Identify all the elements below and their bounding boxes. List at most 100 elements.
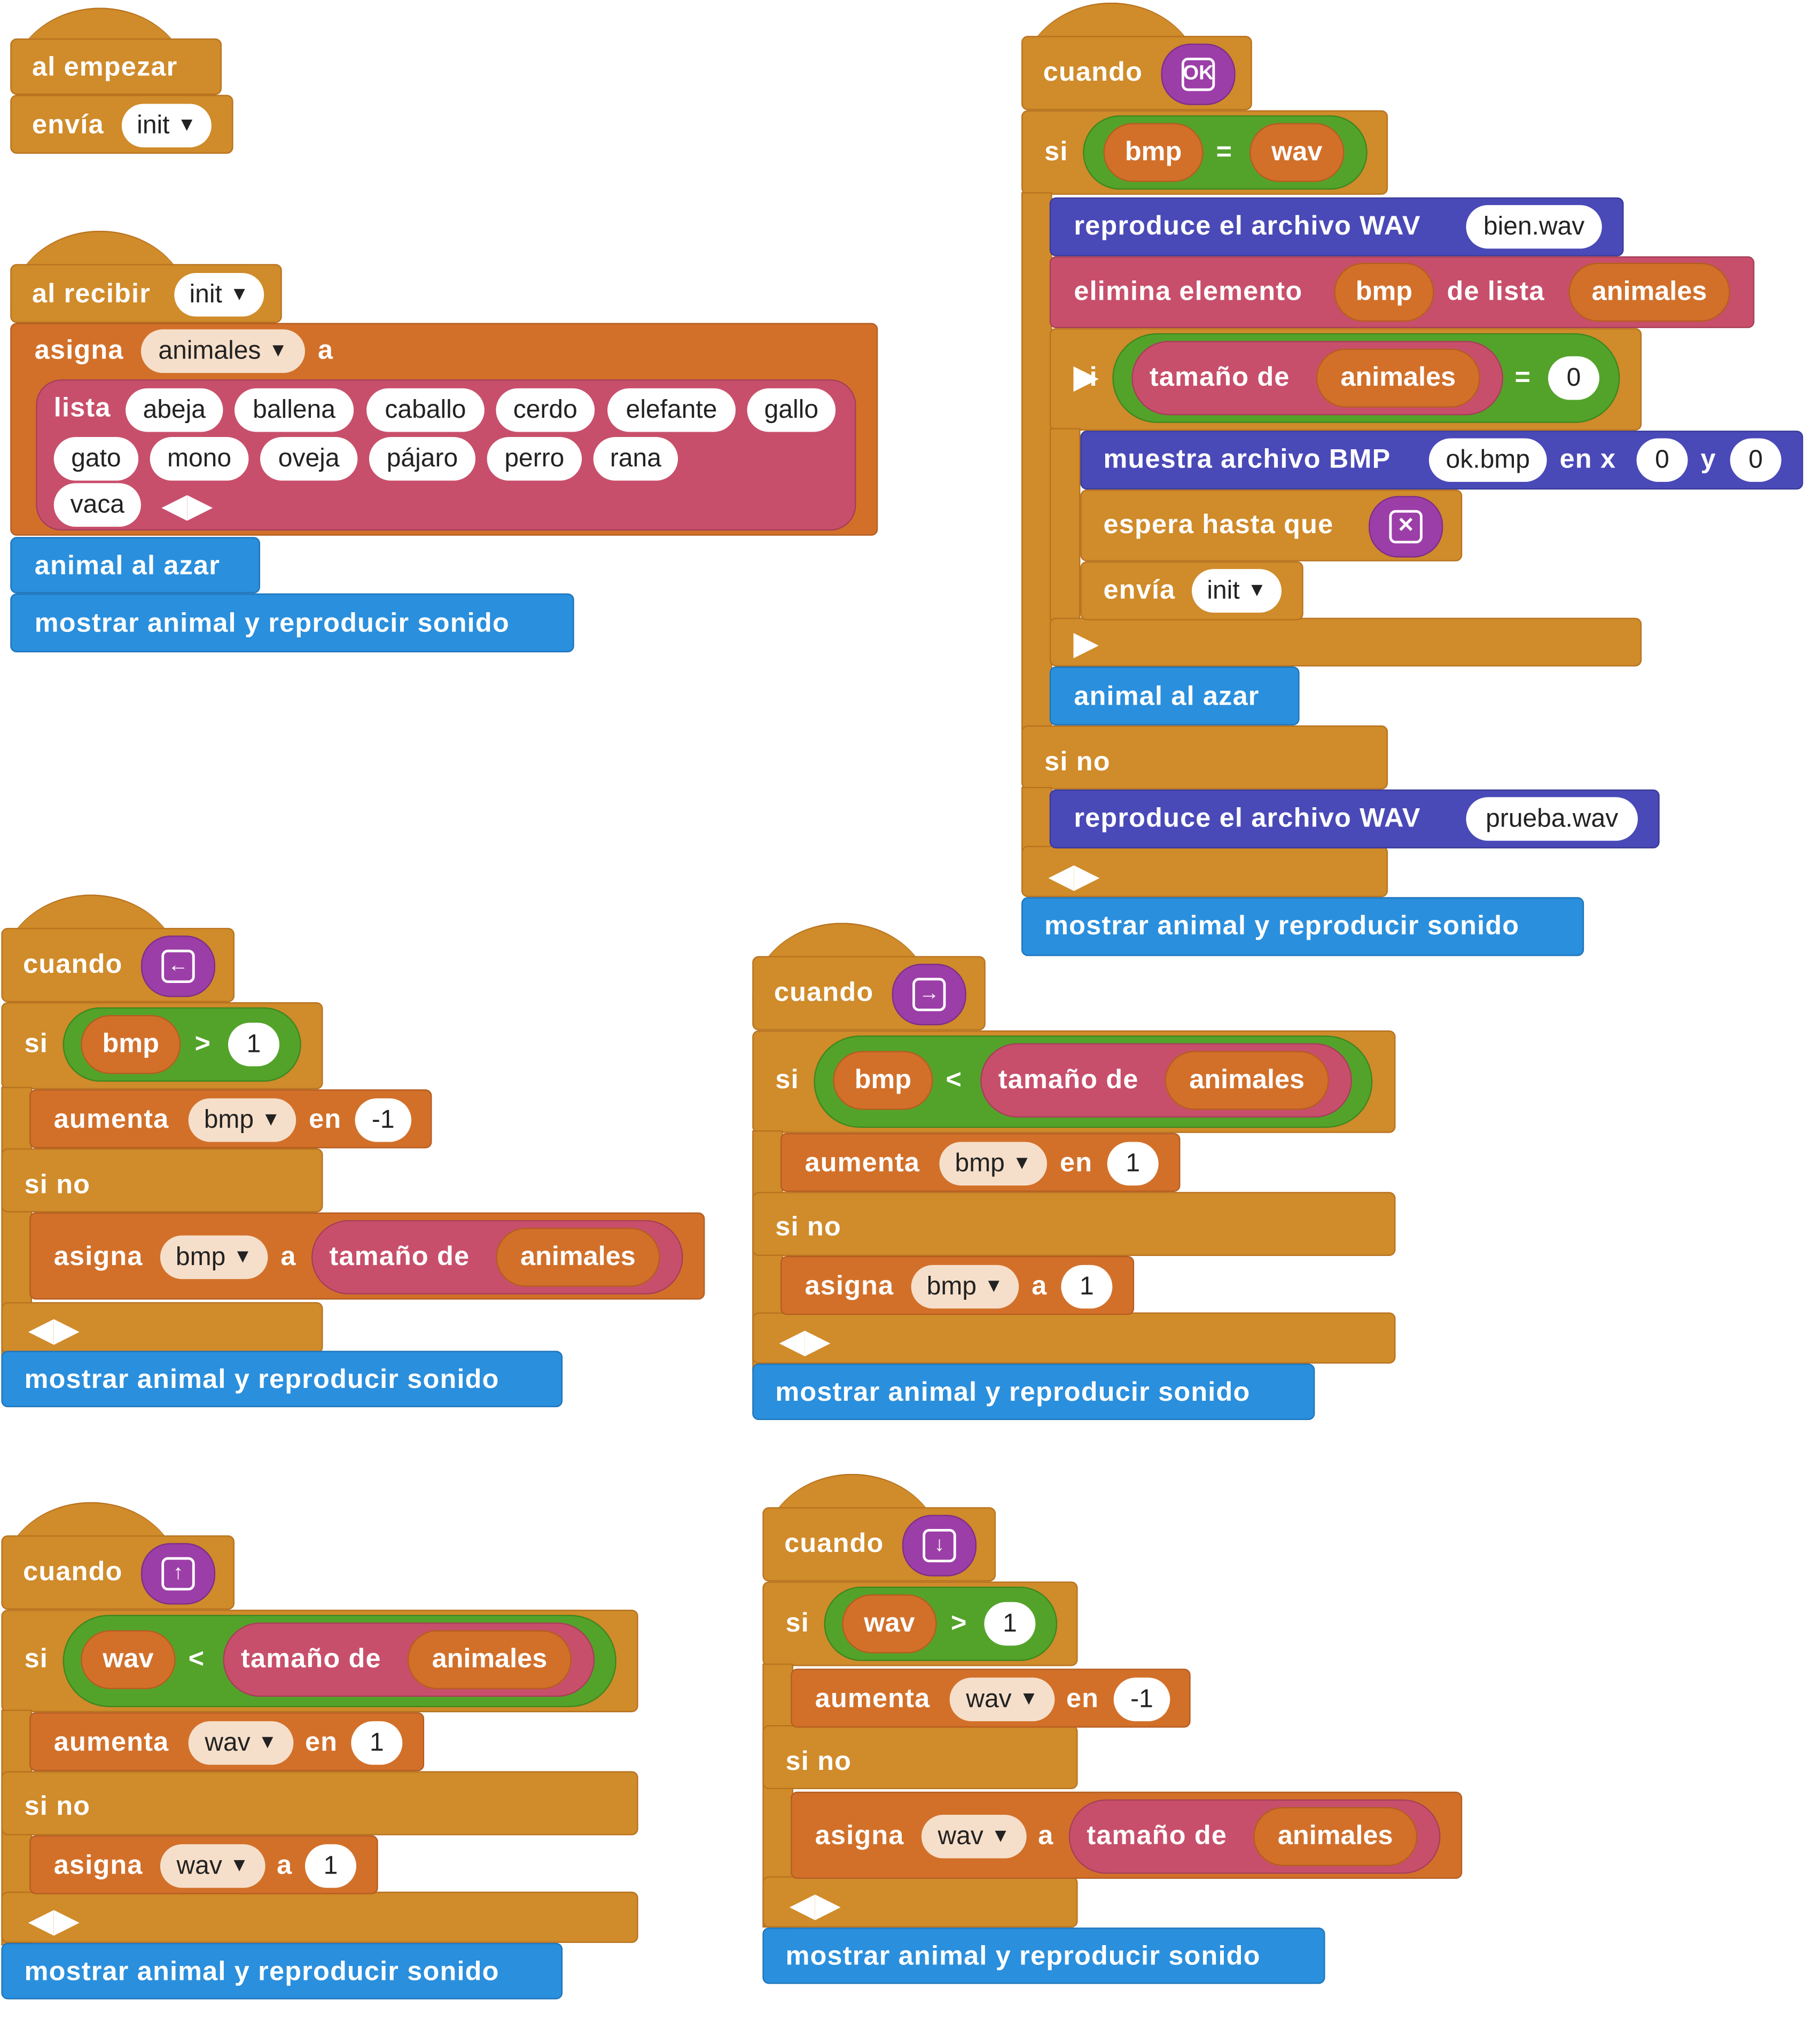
wav-file-field[interactable]: prueba.wav (1466, 797, 1638, 841)
inner-if-add-arrow-icon[interactable]: ▶ (1074, 360, 1098, 395)
if-else-footer (752, 1312, 1396, 1364)
right-key[interactable]: → (892, 964, 966, 1026)
size-of-label: tamaño de (998, 1065, 1139, 1095)
chevron-down-icon: ▼ (984, 1275, 1004, 1297)
inner-if-label: si (1074, 362, 1098, 393)
assign-to-label: a (1032, 1271, 1048, 1301)
chevron-down-icon: ▼ (177, 114, 197, 136)
list-item[interactable]: rana (593, 437, 678, 481)
bmp-file-field[interactable]: ok.bmp (1428, 438, 1547, 482)
chevron-down-icon: ▼ (1012, 1152, 1032, 1174)
list-item[interactable]: vaca (53, 483, 141, 527)
if-else-arrows-icon[interactable]: ◀▶ (1048, 856, 1100, 895)
start-hat-block[interactable] (10, 38, 222, 95)
list-item[interactable]: caballo (366, 388, 485, 432)
if-else-arrows-icon[interactable]: ◀▶ (789, 1885, 841, 1924)
show-animal-block[interactable] (1021, 897, 1584, 956)
animales-variable[interactable]: animales (1316, 348, 1480, 408)
show-animal-block[interactable] (1, 1942, 563, 2000)
cancel-key[interactable]: ✕ (1369, 496, 1443, 558)
by-label: en (304, 1727, 338, 1758)
number-field[interactable]: -1 (355, 1098, 412, 1142)
if-label: si (24, 1644, 48, 1674)
number-field[interactable]: 1 (304, 1844, 356, 1888)
wav-file-field[interactable]: bien.wav (1466, 205, 1602, 249)
if-else-arm (1021, 192, 1052, 731)
bmp-variable[interactable]: bmp (81, 1015, 181, 1074)
up-key[interactable]: ↑ (140, 1543, 216, 1605)
show-animal-block[interactable] (1, 1351, 563, 1408)
increase-variable-dropdown[interactable]: wav▼ (188, 1721, 294, 1765)
chevron-down-icon: ▼ (230, 1854, 249, 1877)
number-field[interactable]: 1 (1107, 1142, 1159, 1186)
send-message-dropdown[interactable]: init▼ (121, 104, 212, 147)
assign-variable-value: wav (176, 1852, 222, 1880)
animales-variable[interactable]: animales (1165, 1051, 1329, 1110)
else-arm (1021, 786, 1052, 851)
animales-variable[interactable]: animales (1253, 1807, 1418, 1866)
assign-variable-value: animales (158, 337, 261, 365)
number-field[interactable]: 1 (228, 1023, 279, 1066)
list-item[interactable]: mono (150, 437, 249, 481)
assign-variable-dropdown[interactable]: animales ▼ (140, 329, 305, 373)
increase-variable-dropdown[interactable]: bmp▼ (188, 1098, 296, 1142)
if-label: si (785, 1608, 810, 1638)
animales-variable[interactable]: animales (1568, 262, 1730, 322)
send-message-dropdown[interactable]: init▼ (1192, 569, 1282, 613)
if-else-arrows-icon[interactable]: ◀▶ (779, 1321, 831, 1360)
show-animal-block[interactable] (752, 1363, 1315, 1421)
wav-variable[interactable]: wav (81, 1630, 176, 1689)
y-number-field[interactable]: 0 (1730, 438, 1782, 482)
show-animal-block[interactable] (762, 1927, 1325, 1984)
left-key[interactable]: ← (140, 935, 216, 997)
list-item[interactable]: pájaro (369, 437, 476, 481)
bmp-variable[interactable]: bmp (1334, 262, 1434, 322)
send-message-value: init (1207, 576, 1240, 605)
receive-message-dropdown[interactable]: init▼ (174, 272, 264, 317)
number-field[interactable]: 1 (1061, 1265, 1113, 1309)
list-item[interactable]: gallo (747, 388, 836, 432)
bmp-variable[interactable]: bmp (1103, 123, 1204, 182)
if-else-arrows-icon[interactable]: ◀▶ (28, 1900, 80, 1939)
animales-variable[interactable]: animales (407, 1630, 572, 1689)
ok-key[interactable]: OK (1161, 43, 1236, 105)
assign-variable-dropdown[interactable]: wav▼ (921, 1814, 1027, 1859)
x-number-field[interactable]: 0 (1636, 438, 1688, 482)
random-animal-block[interactable] (10, 537, 260, 594)
chevron-down-icon: ▼ (268, 339, 288, 362)
assign-variable-dropdown[interactable]: bmp ▼ (911, 1265, 1019, 1309)
bmp-variable[interactable]: bmp (833, 1051, 933, 1110)
assign-to-label: a (317, 335, 334, 365)
number-field[interactable]: 1 (351, 1721, 403, 1765)
number-field[interactable]: 1 (984, 1602, 1036, 1646)
list-item[interactable]: cerdo (496, 388, 595, 432)
list-item[interactable]: gato (53, 437, 139, 481)
number-field[interactable]: -1 (1113, 1677, 1170, 1721)
increase-variable-dropdown[interactable]: bmp▼ (939, 1142, 1047, 1186)
inner-if-arm (1049, 428, 1081, 621)
list-item[interactable]: abeja (126, 388, 223, 432)
inner-if-arrow-icon[interactable]: ▶ (1074, 627, 1098, 661)
else-bar (1, 1771, 638, 1836)
increase-variable-dropdown[interactable]: wav▼ (949, 1677, 1055, 1721)
list-item[interactable]: ballena (235, 388, 354, 432)
assign-variable-dropdown[interactable]: wav ▼ (160, 1844, 265, 1888)
list-item[interactable]: perro (487, 437, 582, 481)
list-add-remove-arrows-icon[interactable]: ◀▶ (161, 486, 213, 525)
assign-variable-value: bmp (926, 1273, 977, 1301)
size-of-label: tamaño de (1087, 1821, 1228, 1851)
by-label: en (1066, 1684, 1099, 1714)
show-animal-block[interactable] (10, 593, 574, 653)
list-item[interactable]: oveja (260, 437, 358, 481)
zero-number-field[interactable]: 0 (1548, 356, 1599, 400)
assign-variable-value: bmp (175, 1243, 226, 1271)
if-else-arrows-icon[interactable]: ◀▶ (28, 1309, 80, 1348)
assign-variable-dropdown[interactable]: bmp▼ (160, 1235, 268, 1279)
arrow-down-icon: ↓ (923, 1529, 956, 1563)
down-key[interactable]: ↓ (902, 1515, 977, 1577)
random-animal-block[interactable] (1049, 666, 1300, 725)
wav-variable[interactable]: wav (842, 1594, 937, 1653)
wav-variable[interactable]: wav (1249, 123, 1345, 182)
list-item[interactable]: elefante (607, 388, 736, 432)
animales-variable[interactable]: animales (496, 1228, 660, 1287)
